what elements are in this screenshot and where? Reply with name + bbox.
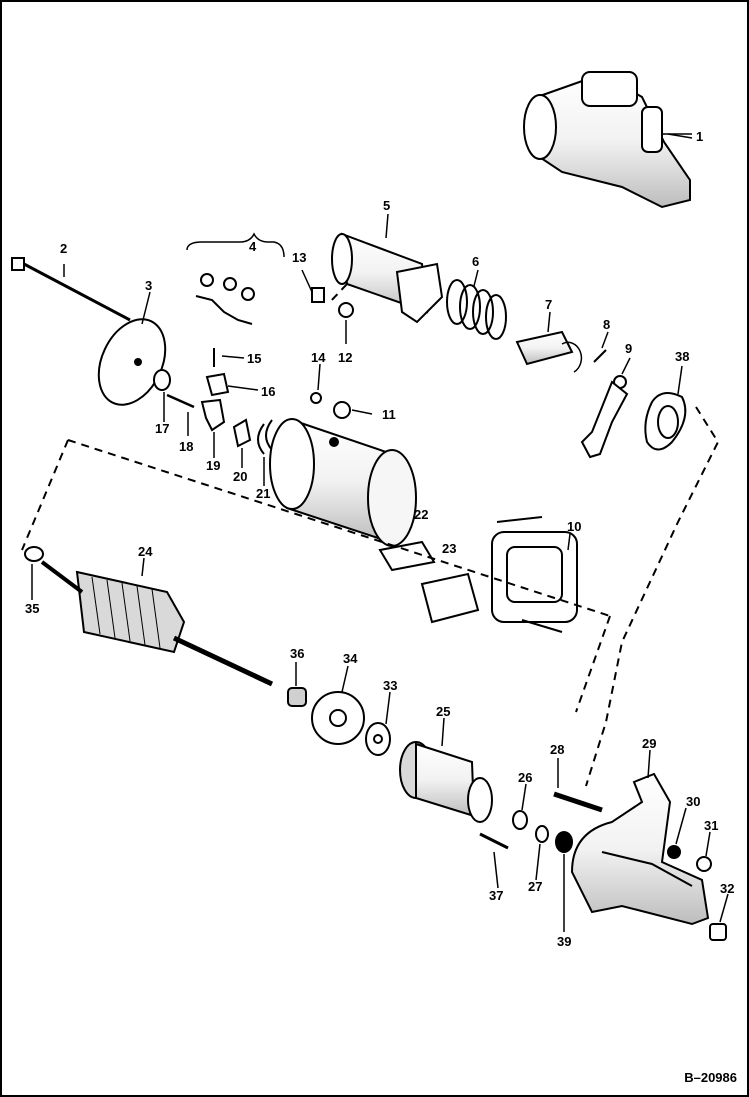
callout-9: 9 — [625, 341, 633, 356]
shift-lever — [580, 380, 629, 459]
callout-33: 33 — [383, 678, 398, 693]
callout-22: 22 — [414, 507, 429, 522]
field-frame — [269, 418, 417, 547]
callout-13: 13 — [292, 250, 307, 265]
callout-10: 10 — [567, 519, 582, 534]
callout-26: 26 — [518, 770, 533, 785]
plunger — [515, 330, 574, 366]
callout-34: 34 — [343, 651, 358, 666]
callout-11: 11 — [382, 407, 396, 422]
drive-clutch — [399, 741, 493, 823]
callout-28: 28 — [550, 742, 565, 757]
callout-30: 30 — [686, 794, 701, 809]
callout-15: 15 — [247, 351, 262, 366]
callout-21: 21 — [256, 486, 271, 501]
figure-id: B–20986 — [684, 1070, 737, 1085]
callout-39: 39 — [557, 934, 572, 949]
callout-32: 32 — [720, 881, 735, 896]
callout-36: 36 — [290, 646, 305, 661]
callout-35: 35 — [25, 601, 40, 616]
through-bolt — [11, 257, 131, 322]
plunger-spring — [446, 279, 507, 340]
callout-25: 25 — [436, 704, 451, 719]
callout-19: 19 — [206, 458, 221, 473]
callout-38: 38 — [675, 349, 690, 364]
callout-31: 31 — [704, 818, 719, 833]
assembled-starter — [523, 71, 692, 209]
armature — [24, 546, 274, 687]
brush-holder — [491, 516, 578, 633]
callout-6: 6 — [472, 254, 480, 269]
callout-2: 2 — [60, 241, 68, 256]
callout-24: 24 — [138, 544, 153, 559]
callout-5: 5 — [383, 198, 391, 213]
callout-14: 14 — [311, 350, 326, 365]
drive-housing — [570, 772, 710, 926]
callout-23: 23 — [442, 541, 457, 556]
callout-8: 8 — [603, 317, 611, 332]
callout-7: 7 — [545, 297, 553, 312]
callout-29: 29 — [642, 736, 657, 751]
callout-20: 20 — [233, 469, 248, 484]
callout-17: 17 — [155, 421, 170, 436]
callout-18: 18 — [179, 439, 194, 454]
callout-4: 4 — [249, 239, 257, 254]
callout-1: 1 — [696, 129, 704, 144]
callout-12: 12 — [338, 350, 353, 365]
hardware-brace — [186, 232, 285, 258]
callout-16: 16 — [261, 384, 276, 399]
solenoid — [331, 232, 444, 324]
callout-3: 3 — [145, 278, 153, 293]
callout-27: 27 — [528, 879, 543, 894]
callout-37: 37 — [489, 888, 504, 903]
